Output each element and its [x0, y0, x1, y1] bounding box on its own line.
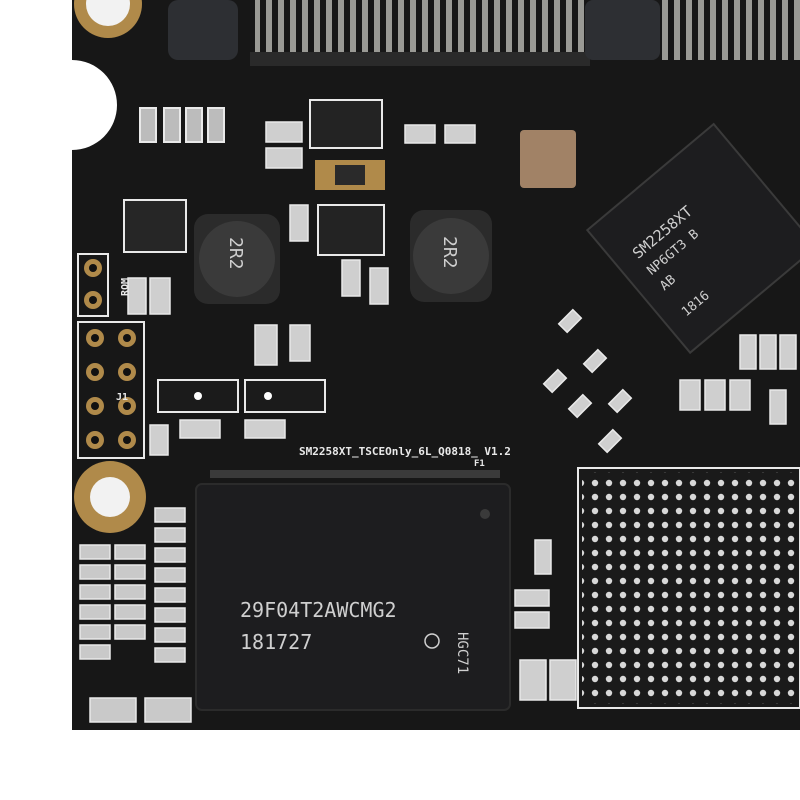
nand-flash-chip: 29F04T2AWCMG2 181727 HGC71	[195, 470, 511, 711]
jumper-pad-2	[244, 379, 326, 413]
f1-label: F1	[474, 459, 485, 469]
small-ic	[309, 99, 383, 149]
controller-chip: SM2258XT NP6GT3 B AB 1816	[585, 122, 800, 355]
flash-side-code: HGC71	[454, 632, 470, 674]
inductor-right: 2R2	[410, 210, 492, 302]
flash-date-code: 181727	[240, 630, 312, 654]
led-array	[139, 107, 225, 143]
top-connector	[168, 0, 800, 66]
inductor-left: 2R2	[194, 214, 280, 304]
rom-label: ROM	[120, 278, 131, 296]
board-silkscreen-title: SM2258XT_TSCEOnly_6L_Q0818_ V1.2	[299, 445, 511, 458]
left-pad-grid	[79, 507, 192, 723]
passive-components	[127, 121, 577, 701]
diagonal-passives	[542, 308, 797, 454]
rom-header: ROM	[77, 253, 131, 317]
j1-label: J1	[116, 392, 128, 403]
svg-text:2R2: 2R2	[225, 237, 246, 270]
flash-part-number: 29F04T2AWCMG2	[240, 598, 397, 622]
j1-header: J1	[77, 321, 145, 459]
svg-text:2R2: 2R2	[439, 236, 460, 269]
mosfet	[317, 204, 385, 256]
regulator-ic	[123, 199, 187, 253]
crystal	[520, 130, 576, 188]
bga-footprint	[577, 467, 800, 709]
